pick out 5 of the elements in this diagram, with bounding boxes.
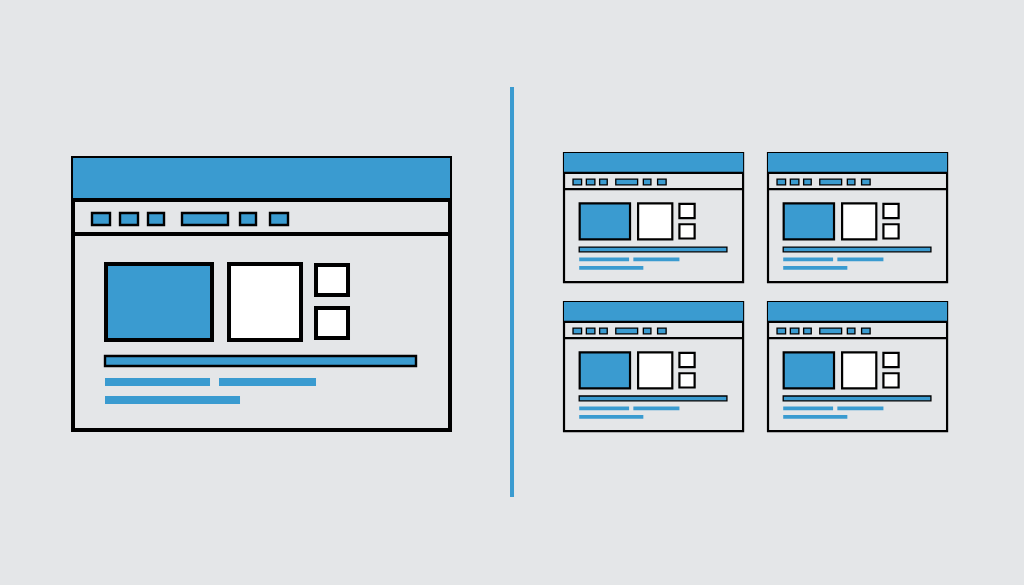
browser-window-drawing <box>71 156 452 432</box>
browser-window-drawing <box>562 151 745 284</box>
browser-window-drawing <box>766 300 949 433</box>
browser-window-drawing <box>562 300 745 433</box>
browser-window-drawing <box>766 151 949 284</box>
